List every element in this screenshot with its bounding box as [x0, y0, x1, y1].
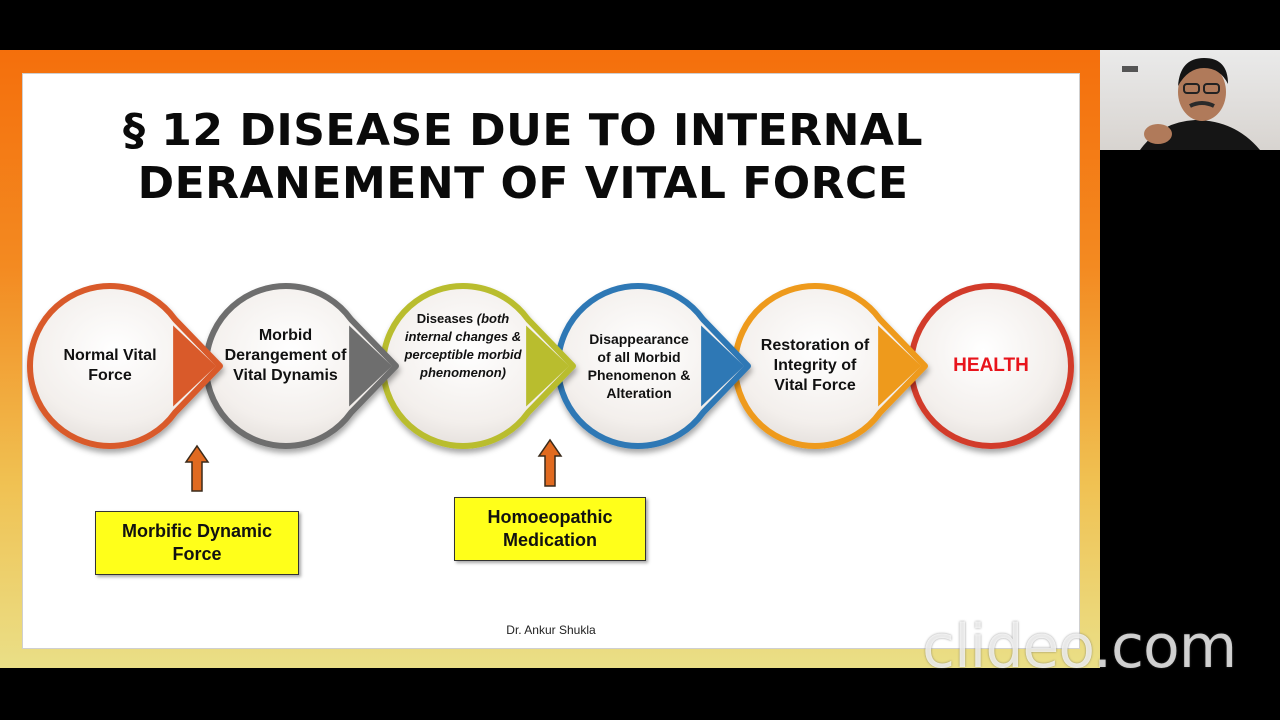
slide-footer-author: Dr. Ankur Shukla [506, 623, 596, 637]
flow-node-normal-vital-force-pointer [173, 325, 216, 407]
webcam-feed [1100, 50, 1280, 150]
flow-node-normal-vital-force-shape [27, 283, 223, 449]
glasses-right [1203, 83, 1220, 94]
slide-title: § 12 DISEASE DUE TO INTERNAL DERANEMENT … [83, 104, 963, 210]
node-health-label: HEALTH [953, 355, 1029, 376]
presenter-shirt [1140, 120, 1260, 150]
title-line-2: DERANEMENT OF VITAL FORCE [137, 158, 909, 209]
slide-frame: § 12 DISEASE DUE TO INTERNAL DERANEMENT … [0, 50, 1100, 668]
morbific-dynamic-force-box: Morbific Dynamic Force [95, 511, 299, 575]
flow-node-restoration-pointer [878, 325, 921, 407]
video-letterbox-top [0, 0, 1280, 50]
flow-node-morbid-derangement [203, 283, 399, 449]
presenter-hair [1178, 58, 1228, 86]
presenter-video [1122, 58, 1260, 150]
wall-switch [1122, 66, 1138, 72]
flow-node-normal-vital-force [27, 283, 223, 449]
homoeopathic-medication-box: Homoeopathic Medication [454, 497, 646, 561]
presenter-hand [1144, 124, 1172, 144]
node-diseases-label: Diseases (both internal changes & percep… [403, 310, 523, 382]
flow-node-diseases [380, 283, 576, 449]
video-letterbox-bottom [0, 668, 1280, 720]
flow-diagram [27, 283, 1074, 492]
node-restoration-label: Restoration of Integrity of Vital Force [760, 337, 870, 394]
flow-node-diseases-pointer [526, 325, 569, 407]
node-diseases-label-plain: Diseases [416, 311, 474, 326]
slide: § 12 DISEASE DUE TO INTERNAL DERANEMENT … [22, 73, 1080, 649]
arrow-morbific-force [184, 444, 210, 492]
glasses-left [1183, 83, 1200, 94]
webcam-panel-background [1100, 150, 1280, 668]
node-normal-vital-force-label: Normal Vital Force [63, 347, 157, 384]
flow-node-morbid-derangement-pointer [349, 325, 392, 407]
flow-node-disappearance-pointer [701, 325, 744, 407]
arrow-homoeopathic-medication [537, 438, 563, 487]
presenter-mustache [1189, 101, 1215, 108]
presenter-face [1178, 63, 1226, 121]
node-diseases-label-italic: (both internal changes & perceptible mor… [404, 311, 522, 380]
node-disappearance-label: Disappearance of all Morbid Phenomenon &… [587, 331, 691, 401]
node-morbid-derangement-label: Morbid Derangement of Vital Dynamis [224, 327, 347, 384]
clideo-watermark: clideo.com [922, 612, 1237, 682]
title-line-1: § 12 DISEASE DUE TO INTERNAL [122, 105, 924, 156]
